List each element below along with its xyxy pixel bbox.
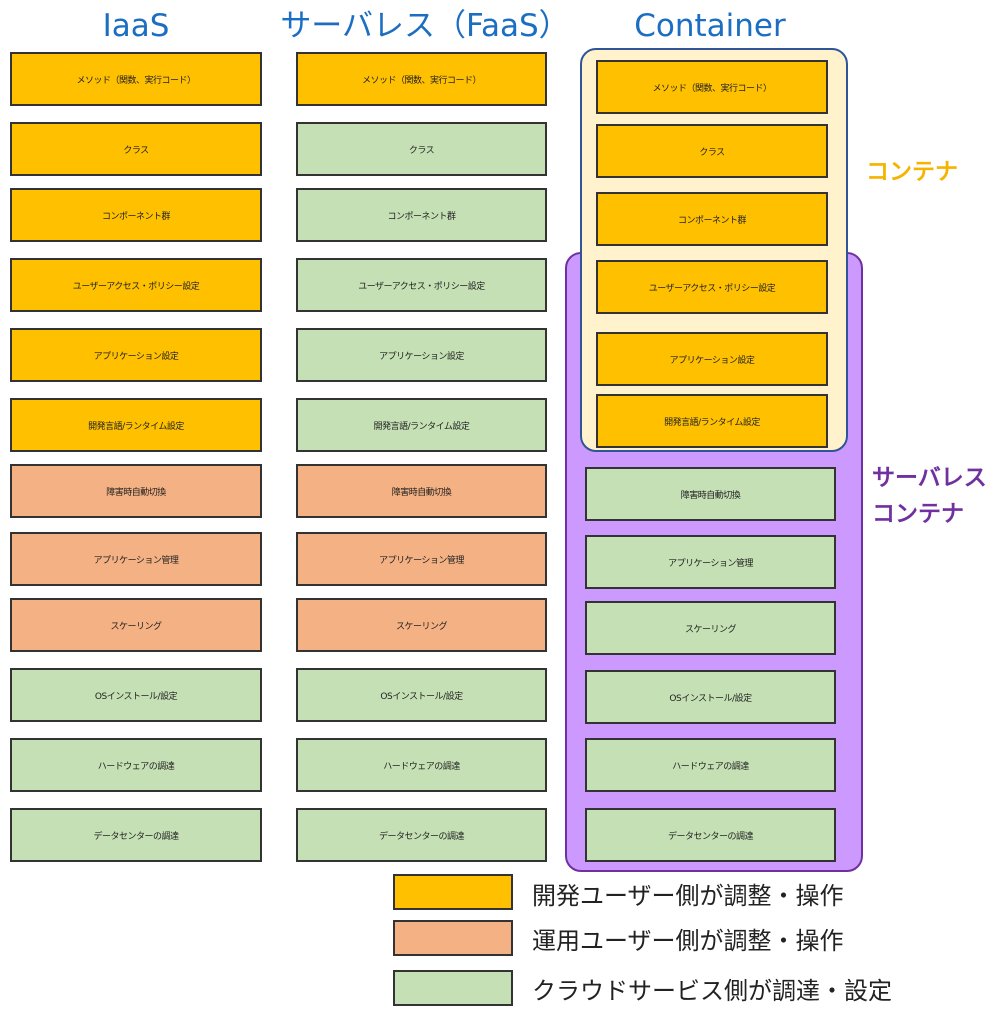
column-title-iaas: IaaS <box>102 8 170 44</box>
faas-layer-box: クラス <box>296 122 547 176</box>
faas-layer-box: コンポーネント群 <box>296 188 547 242</box>
iaas-layer-box: ユーザーアクセス・ポリシー設定 <box>10 258 262 312</box>
faas-layer-box: メソッド（関数、実行コード） <box>296 52 547 106</box>
iaas-layer-box: アプリケーション設定 <box>10 328 262 382</box>
container-layer-box: 開発言語/ランタイム設定 <box>596 394 828 448</box>
legend-label-cloud: クラウドサービス側が調達・設定 <box>532 977 892 1005</box>
faas-layer-box: ユーザーアクセス・ポリシー設定 <box>296 258 547 312</box>
serverless-container-label-line2: コンテナ <box>872 501 964 527</box>
faas-layer-box: アプリケーション管理 <box>296 532 547 586</box>
container-layer-box: アプリケーション管理 <box>585 535 836 589</box>
legend-swatch-dev <box>393 874 513 910</box>
container-layer-box: ユーザーアクセス・ポリシー設定 <box>596 260 828 314</box>
container-group-label: コンテナ <box>866 159 958 185</box>
container-layer-box: アプリケーション設定 <box>596 332 828 386</box>
container-layer-box: 障害時自動切換 <box>585 467 836 521</box>
iaas-layer-box: コンポーネント群 <box>10 188 262 242</box>
iaas-layer-box: ハードウェアの調達 <box>10 738 262 792</box>
iaas-layer-box: スケーリング <box>10 598 262 652</box>
container-layer-box: メソッド（関数、実行コード） <box>596 60 828 114</box>
container-layer-box: コンポーネント群 <box>596 192 828 246</box>
legend-label-dev: 開発ユーザー側が調整・操作 <box>532 882 844 910</box>
container-layer-box: ハードウェアの調達 <box>585 738 836 792</box>
faas-layer-box: OSインストール/設定 <box>296 668 547 722</box>
column-title-faas: サーバレス（FaaS） <box>280 8 570 44</box>
container-layer-box: スケーリング <box>585 601 836 655</box>
iaas-layer-box: メソッド（関数、実行コード） <box>10 52 262 106</box>
legend-swatch-ops <box>393 920 513 956</box>
iaas-layer-box: OSインストール/設定 <box>10 668 262 722</box>
faas-layer-box: ハードウェアの調達 <box>296 738 547 792</box>
faas-layer-box: スケーリング <box>296 598 547 652</box>
faas-layer-box: データセンターの調達 <box>296 808 547 862</box>
faas-layer-box: 障害時自動切換 <box>296 464 547 518</box>
faas-layer-box: 開発言語/ランタイム設定 <box>296 398 547 452</box>
legend-swatch-cloud <box>393 970 513 1006</box>
iaas-layer-box: クラス <box>10 122 262 176</box>
container-layer-box: データセンターの調達 <box>585 808 836 862</box>
serverless-container-label-line1: サーバレス <box>872 465 987 491</box>
iaas-layer-box: 開発言語/ランタイム設定 <box>10 398 262 452</box>
iaas-layer-box: 障害時自動切換 <box>10 464 262 518</box>
column-title-container: Container <box>634 8 786 44</box>
container-layer-box: クラス <box>596 124 828 178</box>
faas-layer-box: アプリケーション設定 <box>296 328 547 382</box>
container-layer-box: OSインストール/設定 <box>585 670 836 724</box>
iaas-layer-box: データセンターの調達 <box>10 808 262 862</box>
legend-label-ops: 運用ユーザー側が調整・操作 <box>532 927 844 955</box>
iaas-layer-box: アプリケーション管理 <box>10 532 262 586</box>
